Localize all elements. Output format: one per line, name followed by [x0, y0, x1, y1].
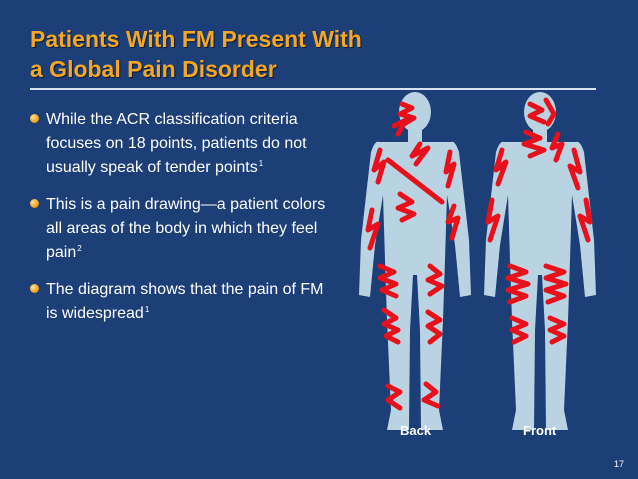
slide-title: Patients With FM Present With a Global P…: [30, 24, 630, 84]
back-silhouette: [359, 92, 471, 430]
page-number: 17: [613, 459, 624, 469]
bullet-dot-icon: [30, 284, 39, 293]
bullet-item: The diagram shows that the pain of FM is…: [30, 278, 330, 326]
back-pain-marks: [365, 101, 461, 411]
bullet-text: This is a pain drawing—a patient colors …: [46, 196, 326, 261]
figure-label-back: Back: [400, 423, 432, 438]
bullet-text: The diagram shows that the pain of FM is…: [46, 281, 324, 322]
title-line-2: a Global Pain Disorder: [30, 56, 277, 82]
bullet-dot-icon: [30, 114, 39, 123]
bullet-list: While the ACR classification criteria fo…: [30, 108, 330, 339]
bullet-item: This is a pain drawing—a patient colors …: [30, 193, 330, 265]
title-line-1: Patients With FM Present With: [30, 26, 362, 52]
front-pain-marks: [485, 97, 593, 345]
footnote-ref: 2: [77, 243, 82, 253]
bullet-text: While the ACR classification criteria fo…: [46, 111, 307, 176]
pain-drawing-figure: [359, 92, 596, 430]
footnote-ref: 1: [144, 304, 150, 314]
footnote-ref: 1: [258, 158, 264, 168]
bullet-dot-icon: [30, 199, 39, 208]
bullet-item: While the ACR classification criteria fo…: [30, 108, 330, 180]
front-silhouette: [484, 92, 596, 430]
figure-label-front: Front: [523, 423, 557, 438]
title-divider: [30, 88, 596, 90]
